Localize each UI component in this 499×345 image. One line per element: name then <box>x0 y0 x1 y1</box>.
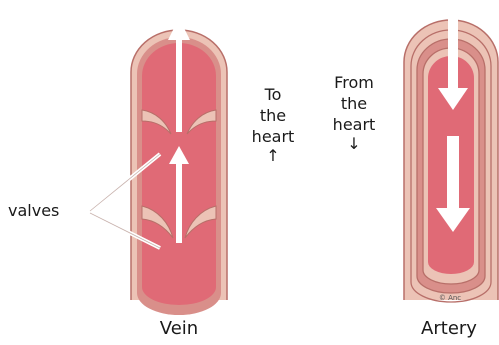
artist-signature: © Anc <box>430 294 470 303</box>
from-the-heart-line-3: heart <box>322 114 386 135</box>
to-the-heart-line-2: the <box>242 105 304 126</box>
to-the-heart-line-1: To <box>242 84 304 105</box>
from-the-heart-line-2: the <box>322 93 386 114</box>
artery-illustration <box>404 0 498 302</box>
vein-caption: Vein <box>129 318 229 340</box>
artery-caption: Artery <box>401 318 497 340</box>
down-arrow-icon: ↓ <box>322 135 386 153</box>
vein-illustration <box>90 18 227 315</box>
from-the-heart-line-1: From <box>322 72 386 93</box>
from-the-heart-label: From the heart ↓ <box>322 72 386 153</box>
up-arrow-icon: ↑ <box>242 147 304 165</box>
to-the-heart-label: To the heart ↑ <box>242 84 304 165</box>
valves-label: valves <box>8 200 88 221</box>
to-the-heart-line-3: heart <box>242 126 304 147</box>
